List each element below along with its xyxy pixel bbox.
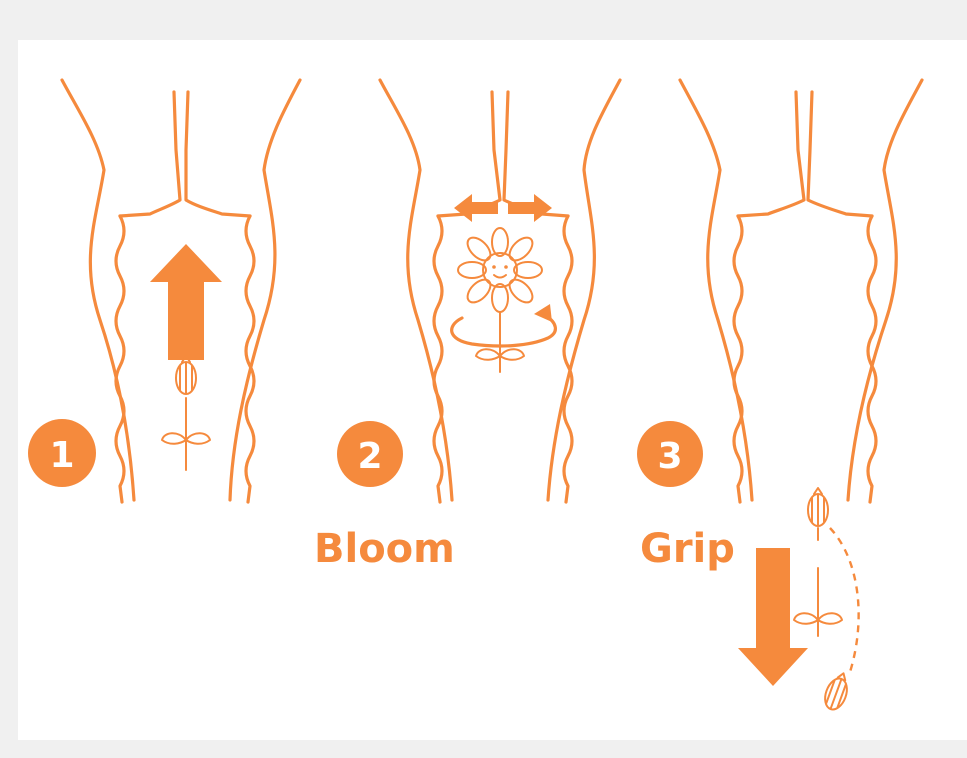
step-3-number: 3 (657, 436, 682, 477)
up-arrow-icon (150, 244, 222, 360)
fallen-bud-icon (821, 670, 853, 713)
step-2-label: Bloom (314, 526, 455, 572)
spread-arrows-icon (454, 194, 498, 222)
down-arrow-icon (738, 548, 808, 686)
twist-arrow-icon (452, 316, 556, 346)
step-3-label: Grip (640, 526, 735, 572)
step-1-illustration: 1 (28, 80, 300, 502)
flower-bud-icon (808, 488, 828, 526)
blooming-flower-icon (458, 228, 542, 372)
flower-bud-icon (176, 356, 196, 394)
step-2-illustration: 2 Bloom (314, 80, 620, 572)
step-2-number: 2 (357, 436, 382, 477)
step-1-number: 1 (49, 435, 74, 476)
step-3-illustration: 3 Grip (637, 80, 922, 712)
